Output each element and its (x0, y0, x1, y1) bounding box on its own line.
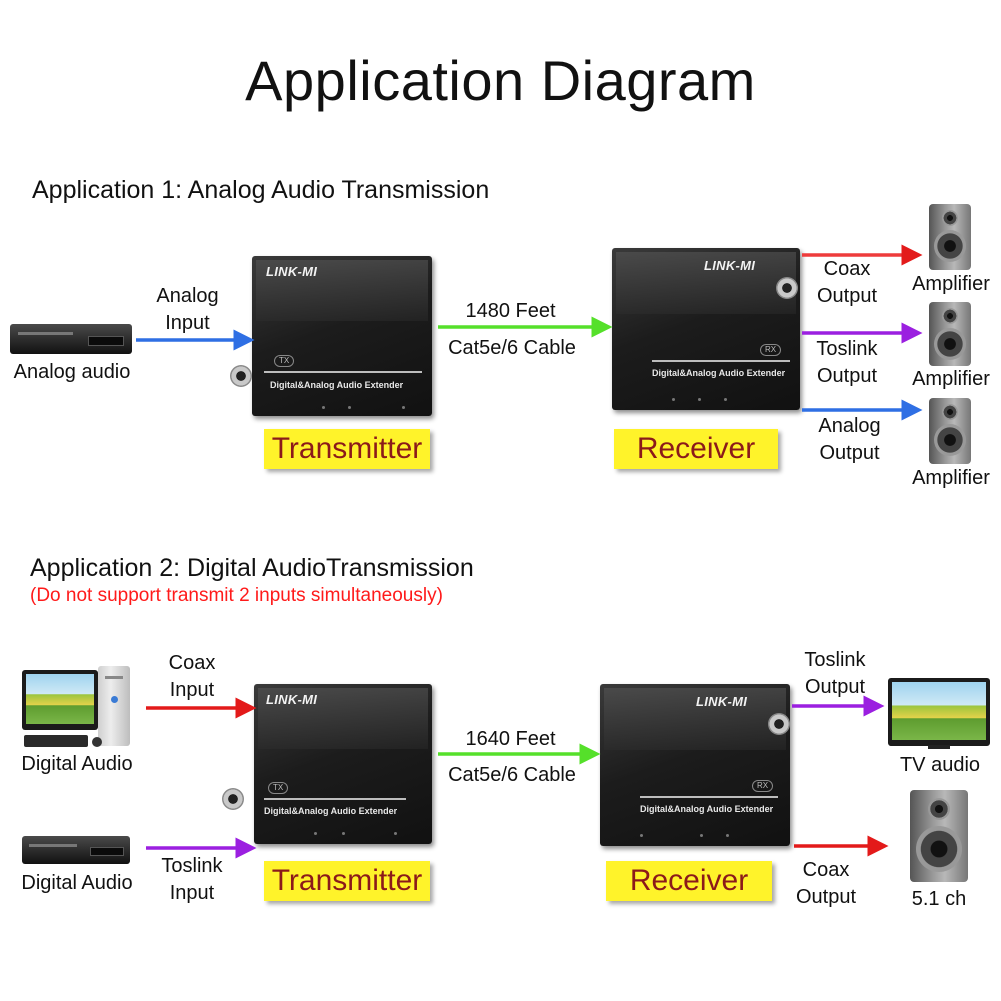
transmitter-badge: Transmitter (264, 861, 430, 901)
transmitter-device: LINK-MI TX Digital&Analog Audio Extender (254, 684, 432, 844)
computer-monitor-icon (22, 670, 98, 730)
dvd-player-icon (10, 324, 132, 354)
speaker-icon (910, 790, 968, 882)
analog-audio-label: Analog audio (13, 361, 131, 383)
receiver-badge: Receiver (606, 861, 772, 901)
brand-logo: LINK-MI (704, 258, 756, 273)
keyboard-icon (24, 735, 88, 747)
transmitter-badge: Transmitter (264, 429, 430, 469)
speaker-icon (929, 398, 971, 464)
digital-audio-label: Digital Audio (21, 872, 133, 894)
tv-stand (928, 745, 950, 749)
speaker-icon (929, 302, 971, 366)
cable-distance-label: 1480 Feet (465, 300, 556, 322)
coax-jack-icon (222, 788, 244, 810)
app2-heading: Application 2: Digital AudioTransmission (30, 554, 474, 582)
digital-audio-label: Digital Audio (21, 753, 133, 775)
page-title: Application Diagram (245, 49, 756, 112)
speaker-icon (929, 204, 971, 270)
receiver-badge: Receiver (614, 429, 778, 469)
coax-jack-icon (776, 277, 798, 299)
transmitter-device: LINK-MI TX Digital&Analog Audio Extender (252, 256, 432, 416)
device-description: Digital&Analog Audio Extender (652, 368, 786, 378)
receiver-device: LINK-MI RX Digital&Analog Audio Extender (612, 248, 800, 410)
amplifier-label: Amplifier (912, 368, 990, 390)
coax-jack-icon (768, 713, 790, 735)
tv-icon (888, 678, 990, 746)
amplifier-label: Amplifier (912, 273, 990, 295)
surround-5-1-label: 5.1 ch (911, 888, 967, 910)
tx-tag: TX (274, 355, 295, 367)
brand-logo: LINK-MI (696, 694, 748, 709)
rx-tag: RX (760, 344, 782, 356)
app1-heading: Application 1: Analog Audio Transmission (32, 176, 490, 204)
brand-logo: LINK-MI (266, 264, 318, 279)
dvd-player-icon (22, 836, 130, 864)
cable-distance-label: 1640 Feet (465, 728, 556, 750)
mouse-icon (92, 737, 102, 747)
device-description: Digital&Analog Audio Extender (264, 806, 398, 816)
tv-audio-label: TV audio (899, 754, 981, 776)
device-description: Digital&Analog Audio Extender (640, 804, 774, 814)
app2-note: (Do not support transmit 2 inputs simult… (30, 585, 443, 606)
amplifier-label: Amplifier (912, 467, 990, 489)
tx-tag: TX (268, 782, 289, 794)
cable-type-label: Cat5e/6 Cable (448, 764, 576, 786)
brand-logo: LINK-MI (266, 692, 318, 707)
computer-tower-icon (98, 666, 130, 746)
coax-jack-icon (230, 365, 252, 387)
receiver-device: LINK-MI RX Digital&Analog Audio Extender (600, 684, 790, 846)
cable-type-label: Cat5e/6 Cable (448, 337, 576, 359)
device-description: Digital&Analog Audio Extender (270, 380, 404, 390)
rx-tag: RX (752, 780, 774, 792)
